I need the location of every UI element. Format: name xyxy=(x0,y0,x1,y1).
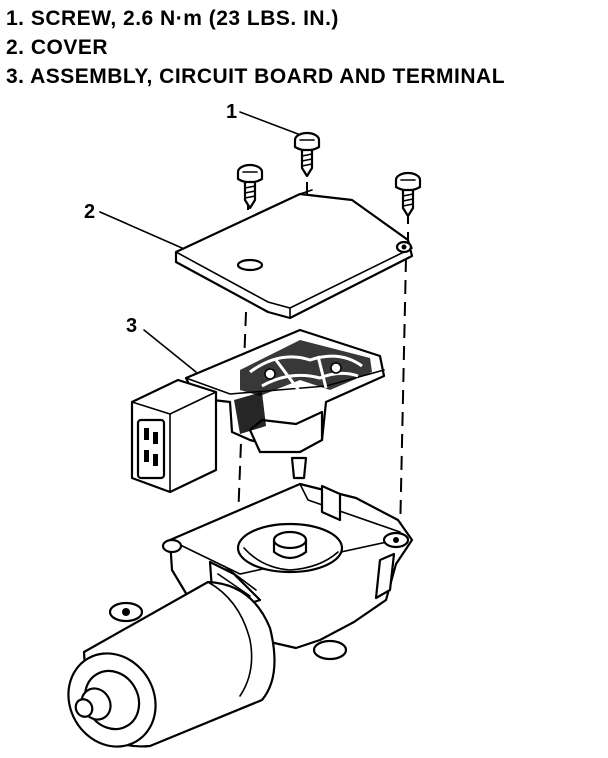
circuit-board-assembly xyxy=(130,328,386,494)
screw-center xyxy=(293,131,321,178)
callout-label-cover: 2 xyxy=(84,201,95,223)
legend-item-circuit-board: 3. ASSEMBLY, CIRCUIT BOARD AND TERMINAL xyxy=(6,65,506,88)
parts-legend: 1. SCREW, 2.6 N·m (23 LBS. IN.) 2. COVER… xyxy=(6,4,505,91)
motor xyxy=(67,580,276,748)
leader-line-screw xyxy=(239,111,299,135)
screw-right xyxy=(394,171,422,218)
screw-left xyxy=(236,163,264,210)
callout-label-circuit-board: 3 xyxy=(126,315,137,337)
cover xyxy=(174,189,414,320)
legend-item-screw: 1. SCREW, 2.6 N·m (23 LBS. IN.) xyxy=(6,7,339,30)
leader-line-circuit-board xyxy=(143,329,197,373)
leader-line-cover xyxy=(99,211,183,249)
callout-label-screw: 1 xyxy=(226,101,237,123)
legend-item-cover: 2. COVER xyxy=(6,36,109,59)
